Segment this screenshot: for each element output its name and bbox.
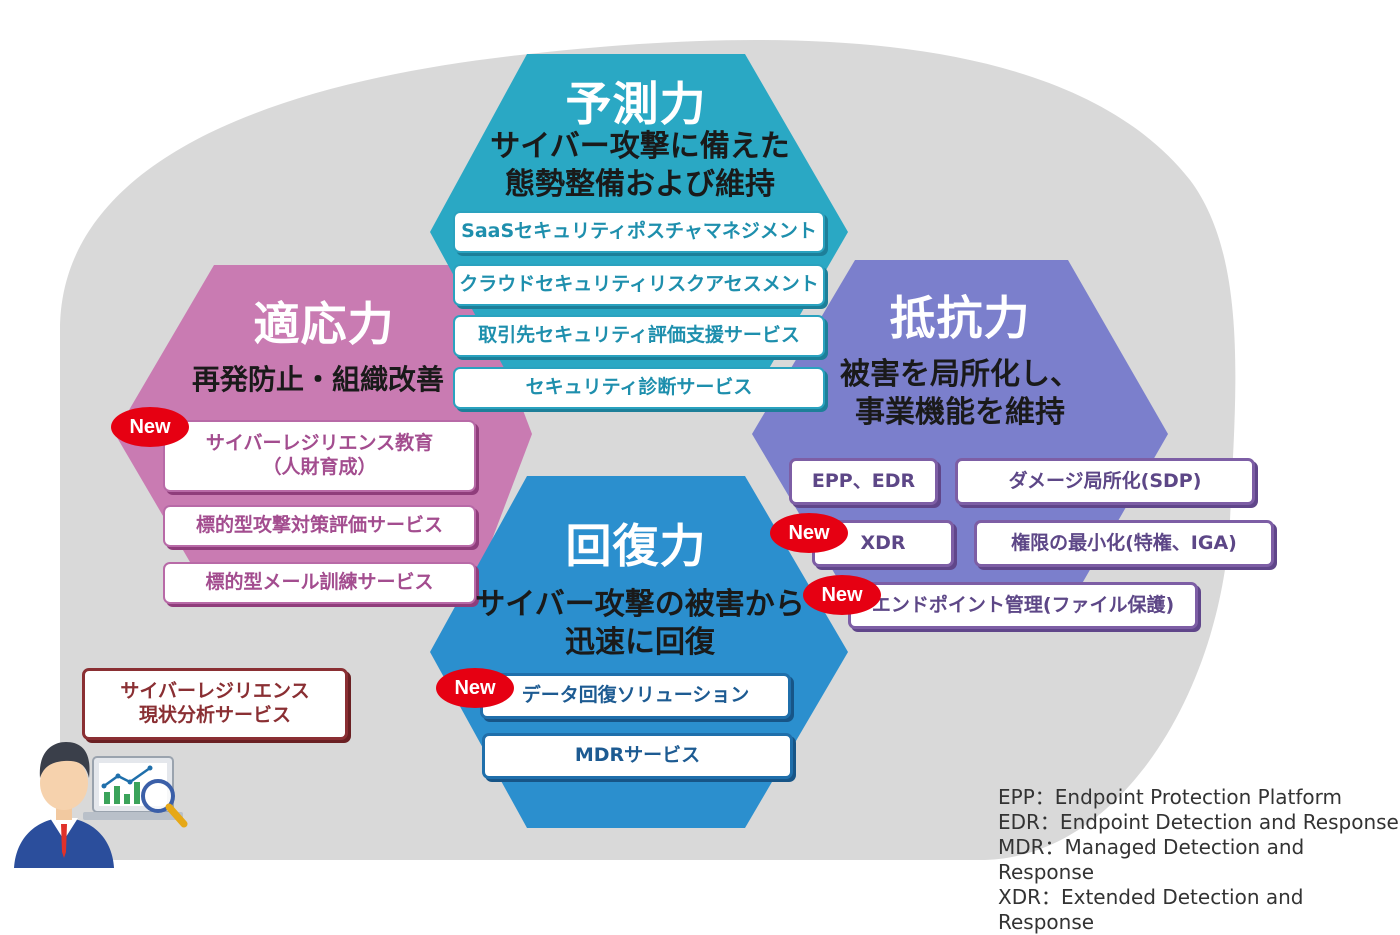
service-resilience-education-line2: （人財育成） xyxy=(262,456,377,478)
predict-subtitle-1: サイバー攻撃に備えた xyxy=(490,129,790,164)
service-resilience-education[interactable]: サイバーレジリエンス教育 （人財育成） xyxy=(163,420,476,492)
adapt-subtitle: 再発防止・組織改善 xyxy=(191,363,444,396)
adapt-title: 適応力 xyxy=(253,297,395,351)
service-cloud-risk-assessment[interactable]: クラウドセキュリティリスクアセスメント xyxy=(453,264,825,306)
magnifier-icon xyxy=(141,779,188,828)
background-blob xyxy=(60,39,1236,860)
service-phishing-training[interactable]: 標的型メール訓練サービス xyxy=(163,562,476,604)
service-least-privilege[interactable]: 権限の最小化(特権、IGA) xyxy=(974,520,1274,567)
new-badge-data-recovery: New xyxy=(436,668,514,708)
predict-subtitle-2: 態勢整備および維持 xyxy=(505,167,775,202)
service-saas-posture[interactable]: SaaSセキュリティポスチャマネジメント xyxy=(453,211,825,253)
resist-title: 抵抗力 xyxy=(889,291,1031,345)
service-resilience-analysis-line2: 現状分析サービス xyxy=(138,704,291,726)
new-badge-xdr: New xyxy=(770,513,848,553)
new-badge-education: New xyxy=(111,407,189,447)
new-badge-endpoint: New xyxy=(803,575,881,615)
recover-title: 回復力 xyxy=(565,519,707,573)
legend-mdr: MDR：Managed Detection and Response xyxy=(998,835,1305,884)
service-damage-localization[interactable]: ダメージ局所化(SDP) xyxy=(955,458,1255,505)
service-mdr[interactable]: MDRサービス xyxy=(482,733,793,779)
recover-subtitle-1: サイバー攻撃の被害から xyxy=(475,587,805,622)
legend-xdr: XDR：Extended Detection and Response xyxy=(998,885,1304,934)
resist-subtitle-1: 被害を局所化し、 xyxy=(840,357,1080,392)
predict-title: 予測力 xyxy=(565,77,707,131)
service-epp-edr[interactable]: EPP、EDR xyxy=(789,458,938,505)
legend-epp: EPP：Endpoint Protection Platform xyxy=(998,785,1343,809)
service-resilience-analysis-line1: サイバーレジリエンス xyxy=(120,680,310,703)
service-resilience-analysis[interactable]: サイバーレジリエンス 現状分析サービス xyxy=(82,668,348,740)
service-security-diagnosis[interactable]: セキュリティ診断サービス xyxy=(453,367,825,409)
service-resilience-education-line1: サイバーレジリエンス教育 xyxy=(205,432,434,455)
abbreviation-legend: EPP：Endpoint Protection Platform EDR：End… xyxy=(998,785,1400,935)
service-data-recovery[interactable]: データ回復ソリューション xyxy=(480,673,791,719)
service-endpoint-management[interactable]: エンドポイント管理(ファイル保護) xyxy=(848,582,1198,629)
service-targeted-attack-evaluation[interactable]: 標的型攻撃対策評価サービス xyxy=(163,505,476,547)
legend-edr: EDR：Endpoint Detection and Response xyxy=(998,810,1399,834)
resist-subtitle-2: 事業機能を維持 xyxy=(855,395,1065,430)
service-supplier-evaluation[interactable]: 取引先セキュリティ評価支援サービス xyxy=(453,315,825,357)
person-icon xyxy=(14,742,114,868)
recover-subtitle-2: 迅速に回復 xyxy=(565,625,715,660)
